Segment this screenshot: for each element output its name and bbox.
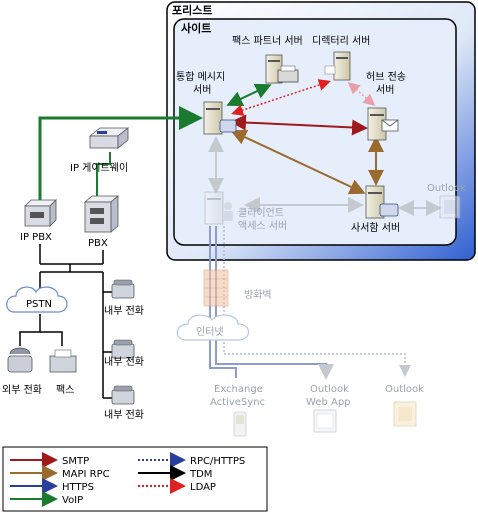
pbx-icon (83, 195, 120, 233)
mailbox-label: 사서함 서버 (351, 222, 400, 234)
tdm-pstn-down (19, 314, 41, 346)
ldap-line-dir-hub (347, 82, 376, 106)
internal-phone-3-label: 내부 전화 (104, 409, 144, 421)
external-phone-icon (7, 347, 33, 373)
fax-partner-server-icon (265, 54, 299, 84)
internet-label: 인터넷 (196, 326, 224, 338)
outlook-bottom-icon (393, 401, 417, 427)
legend-label-mapi-rpc: MAPI RPC (62, 469, 110, 480)
firewall-icon (203, 269, 229, 307)
voip-line-pbx-gateway (96, 152, 111, 196)
ip-pbx-icon (24, 199, 57, 227)
um-label-2: 서버 (193, 84, 211, 96)
forest-title: 포리스트 (172, 3, 212, 17)
pbx-label: PBX (88, 238, 108, 249)
hub-transport-server-icon (367, 107, 399, 141)
mobile-device-icon (233, 411, 247, 437)
outlook-bottom-label: Outlook (385, 384, 424, 395)
mailbox-server-icon (365, 185, 399, 219)
legend-label-https: HTTPS (62, 482, 94, 493)
owa-label-2: Web App (306, 397, 351, 408)
voip-line-ippbx-um (38, 106, 203, 200)
tdm-pstn-fax (40, 331, 63, 346)
ip-gateway-label: IP 게이트웨이 (70, 162, 128, 174)
legend-label-smtp: SMTP (62, 456, 89, 467)
legend-entries: SMTP MAPI RPC HTTPS VoIP RPC/HTTPS TDM LDAP (10, 452, 245, 507)
outlook-right-label: Outlook (427, 183, 466, 194)
fax-partner-label: 팩스 파트너 서버 (232, 35, 303, 47)
internet-cloud-icon (176, 314, 250, 341)
ldap-line-um-dir (231, 79, 331, 116)
fax-icon (49, 349, 77, 373)
ip-gateway-icon (88, 127, 130, 149)
internal-phone-1-label: 내부 전화 (104, 305, 144, 317)
internal-phone-3-icon (111, 385, 135, 405)
directory-label: 디렉터리 서버 (312, 35, 370, 47)
eas-label-1: Exchange (214, 384, 263, 395)
smtp-line-um-hub (230, 114, 368, 136)
cas-label-1: 클라이언트 (238, 207, 284, 219)
legend-label-rpc-https: RPC/HTTPS (190, 456, 245, 467)
directory-server-icon (324, 51, 351, 81)
internal-phone-1-icon (111, 279, 135, 299)
site-title: 사이트 (181, 21, 211, 35)
hub-label-1: 허브 전송 (366, 71, 406, 83)
mapi-line-um-mailbox (230, 129, 366, 195)
um-server-icon (203, 101, 237, 135)
um-label-1: 통합 메시지 (176, 71, 225, 83)
hub-label-2: 서버 (376, 84, 394, 96)
cas-label-2: 액세스 서버 (238, 220, 287, 232)
external-phone-label: 외부 전화 (2, 384, 42, 396)
legend-label-ldap: LDAP (190, 482, 216, 493)
client-access-server-icon (204, 191, 233, 225)
legend-label-tdm: TDM (189, 469, 212, 480)
legend-label-voip: VoIP (62, 495, 83, 506)
internal-phone-2-icon (111, 339, 135, 359)
fax-label: 팩스 (56, 384, 74, 396)
internal-phone-2-label: 내부 전화 (104, 356, 144, 368)
firewall-label: 방화벽 (244, 289, 272, 301)
web-app-icon (313, 409, 337, 433)
outlook-right-icon (439, 195, 461, 219)
pstn-label: PSTN (26, 299, 52, 310)
ip-pbx-label: IP PBX (20, 232, 52, 243)
pstn-cloud-icon (6, 286, 68, 313)
eas-label-2: ActiveSync (210, 397, 265, 408)
owa-label-1: Outlook (310, 384, 349, 395)
